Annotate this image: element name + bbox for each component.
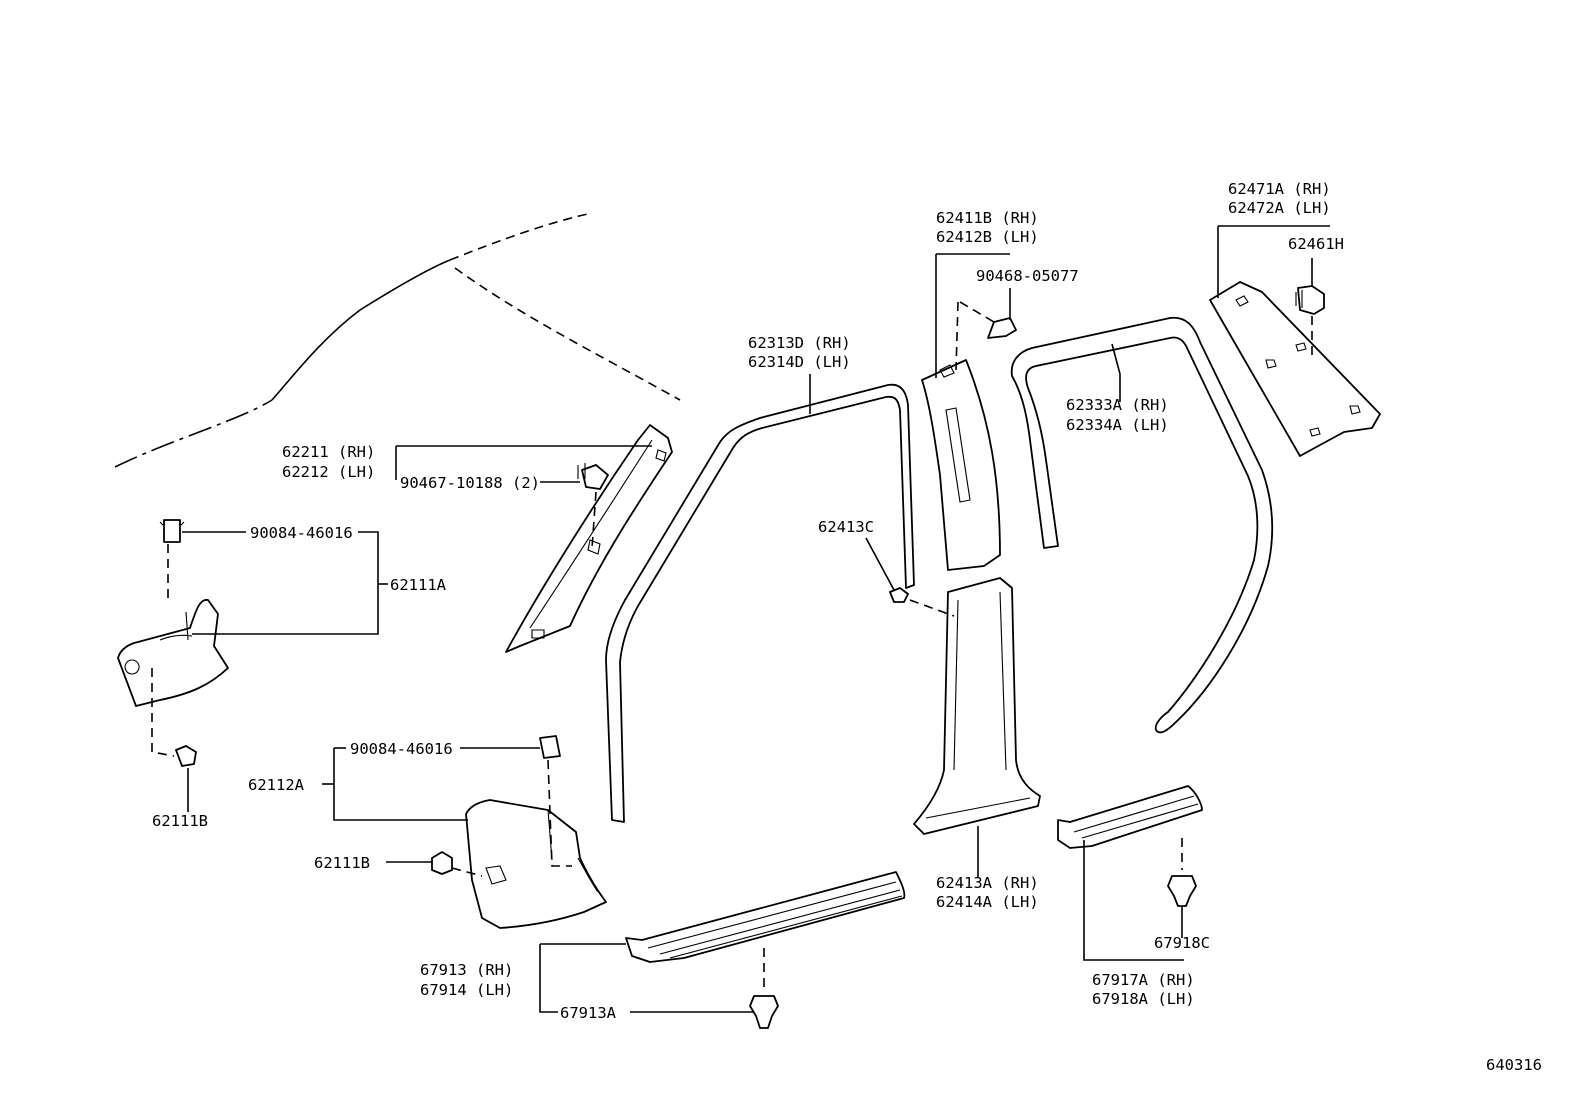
label-90084-upper: 90084-46016	[250, 524, 353, 542]
clip-67918C	[1167, 838, 1197, 907]
label-67918C: 67918C	[1154, 934, 1210, 952]
front-scuff-plate	[625, 871, 906, 963]
label-62313D: 62313D (RH)	[748, 334, 851, 352]
label-62412B: 62412B (LH)	[936, 228, 1039, 246]
clip-62413C	[889, 587, 955, 617]
c-pillar-garnish	[1209, 281, 1381, 457]
body-outline	[114, 212, 681, 468]
cowl-side-trim-lower	[465, 799, 607, 929]
label-62334A: 62334A (LH)	[1066, 416, 1169, 434]
part-labels: 62471A (RH) 62472A (LH) 62461H 62411B (R…	[152, 180, 1542, 1074]
label-67913: 67913 (RH)	[420, 961, 513, 979]
label-62314D: 62314D (LH)	[748, 353, 851, 371]
clip-90084-upper	[159, 519, 185, 604]
b-pillar-lower-garnish	[913, 577, 1041, 835]
label-62212: 62212 (LH)	[282, 463, 375, 481]
label-62411B: 62411B (RH)	[936, 209, 1039, 227]
leader-lines	[182, 225, 1330, 1013]
rear-door-weatherstrip	[1010, 316, 1274, 734]
front-door-weatherstrip	[605, 383, 915, 823]
label-62414A: 62414A (LH)	[936, 893, 1039, 911]
label-67913A: 67913A	[560, 1004, 617, 1022]
label-90084-lower: 90084-46016	[350, 740, 453, 758]
clip-62111B-lower	[431, 851, 483, 877]
cowl-side-trim-upper	[117, 598, 229, 707]
clip-90084-lower	[539, 735, 572, 867]
label-67917A: 67917A (RH)	[1092, 971, 1195, 989]
label-62472A: 62472A (LH)	[1228, 199, 1331, 217]
clip-90468	[955, 301, 1017, 371]
label-90468: 90468-05077	[976, 267, 1079, 285]
label-67914: 67914 (LH)	[420, 981, 513, 999]
label-62111B-lower: 62111B	[314, 854, 370, 872]
diagram-id: 640316	[1486, 1056, 1542, 1074]
label-62413C: 62413C	[818, 518, 874, 536]
clip-67913A	[749, 948, 779, 1029]
label-62111A: 62111A	[390, 576, 447, 594]
a-pillar-garnish	[505, 424, 673, 653]
label-62413A: 62413A (RH)	[936, 874, 1039, 892]
label-62111B-upper: 62111B	[152, 812, 208, 830]
label-62211: 62211 (RH)	[282, 443, 375, 461]
label-62112A: 62112A	[248, 776, 305, 794]
label-67918A: 67918A (LH)	[1092, 990, 1195, 1008]
label-62471A: 62471A (RH)	[1228, 180, 1331, 198]
clip-62111B-upper	[151, 668, 197, 767]
label-90467: 90467-10188 (2)	[400, 474, 540, 492]
b-pillar-upper-garnish	[921, 359, 1001, 571]
clip-90467	[577, 463, 609, 549]
rear-scuff-plate	[1057, 785, 1203, 849]
label-62461H: 62461H	[1288, 235, 1344, 253]
label-62333A: 62333A (RH)	[1066, 396, 1169, 414]
